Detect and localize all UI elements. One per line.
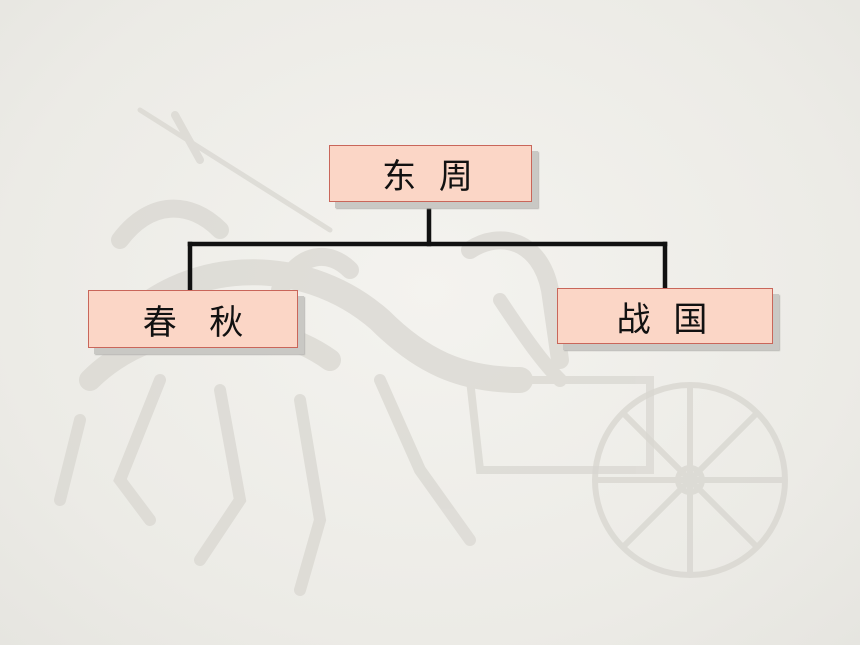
node-dong-zhou: 东 周 bbox=[329, 145, 532, 202]
node-chun-qiu: 春 秋 bbox=[88, 290, 298, 348]
node-zhan-guo: 战 国 bbox=[557, 288, 773, 344]
